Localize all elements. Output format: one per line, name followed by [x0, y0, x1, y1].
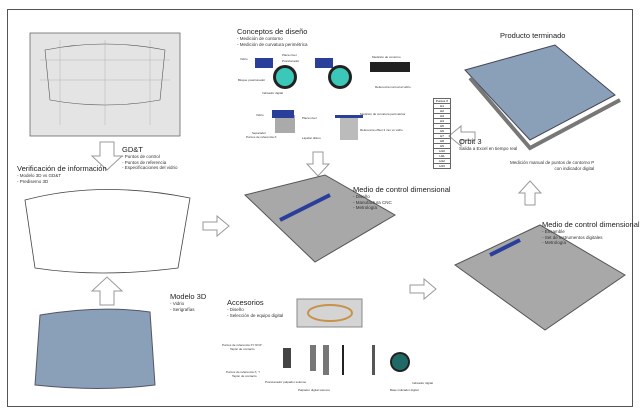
arrow-right-icon [202, 214, 230, 238]
callout-label: Puntos de referencia X, Y [226, 370, 261, 374]
conceptos-item: - Medición de contorno [237, 36, 283, 41]
arrow-up-icon [90, 276, 124, 306]
callout-label: Separador [252, 131, 267, 135]
callout-label: Tapón de contacto [232, 374, 257, 378]
callout-label: Base indicador digital [390, 388, 419, 392]
medio2-item: - Set de instrumentos digitales [542, 234, 603, 240]
callout-label: Palpador digital solenoo [298, 388, 331, 392]
accesorios-item: - Diseño [227, 307, 244, 312]
medio2-item: - Metrología [542, 240, 567, 245]
modelo3d-item: - Vidrio [170, 301, 185, 306]
indicator-dial [276, 68, 294, 86]
modelo3d-title: Modelo 3D [170, 292, 207, 301]
callout-label: Placa nivel [302, 116, 317, 120]
producto-title: Producto terminado [500, 31, 566, 40]
gdt-title: GD&T [122, 145, 143, 154]
callout-label: Referencia offset 3 mm vs vidrio [360, 128, 403, 132]
gdt-list: - Puntos de control - Puntos de referenc… [122, 154, 178, 171]
medio1-item: - Manufactura CNC [353, 199, 392, 205]
verificacion-title: Verificación de información [17, 164, 107, 173]
drawing-frame [7, 9, 633, 407]
callout-label: Placa nivel [282, 53, 297, 57]
medio2-title: Medio de control dimensional [542, 220, 640, 229]
accesorios-item: - Selección de equipo digital [227, 312, 284, 318]
medicion-manual-note: Medición manual de puntos de contorno P … [510, 160, 594, 171]
medio2-item: - Ensamble [542, 229, 565, 234]
conceptos-item: - Medición de curvatura perimétrica [237, 41, 308, 47]
callout-label: Indicador digital [262, 91, 284, 95]
conceptos-title: Conceptos de diseño [237, 27, 308, 36]
callout-label: Medición de curvatura perimétrica [360, 112, 406, 116]
callout-label: Vidrio [240, 57, 248, 61]
verificacion-item: - Predisemo 3D [17, 178, 49, 184]
modelo3d-item: - Serigrafías [170, 306, 195, 312]
arrow-right-icon [409, 277, 437, 301]
medio1-item: - Metrología [353, 205, 378, 210]
verificacion-item: - Modelo 3D vs GD&T [17, 173, 62, 178]
note-line: Medición manual de puntos de contorno P [510, 160, 595, 165]
callout-label: Posicionador palpador solenoo [265, 380, 307, 384]
callout-label: Bloque posicionador [238, 78, 266, 82]
glass-block [255, 58, 273, 68]
accesorios-list: - Diseño - Selección de equipo digital [227, 307, 283, 318]
medio2-list: - Ensamble - Set de instrumentos digital… [542, 229, 603, 246]
table-header: Puntos X [433, 98, 451, 104]
callout-label: Puntos de referencia XY RCP [222, 343, 262, 347]
medio1-title: Medio de control dimensional [353, 185, 451, 194]
arrow-down-icon [305, 151, 331, 177]
orbit-subtitle: Salida a Excel en tiempo real [459, 146, 518, 151]
callout-label: Referencia normal al vidrio [375, 85, 411, 89]
accesorios-title: Accesorios [227, 298, 264, 307]
table-cell: H13 [433, 163, 451, 169]
callout-label: Indicador digital [412, 381, 434, 385]
callout-label: Vidrio [256, 113, 264, 117]
windshield-outline [24, 189, 191, 274]
callout-label: Medición de contorno [372, 55, 401, 59]
gdt-item: - Puntos de control [122, 154, 160, 159]
finished-product [464, 44, 616, 141]
arrow-down-icon [90, 141, 124, 171]
callout-label: Lapidar último [302, 136, 321, 140]
fixture-1 [243, 174, 396, 263]
callout-label: Puntos de referencia X [246, 135, 277, 139]
gdt-item: - Especificaciones del vidrio [122, 165, 178, 170]
medio1-list: - Diseño - Manufactura CNC - Metrología [353, 194, 392, 211]
indicator-digital [392, 354, 408, 370]
verificacion-list: - Modelo 3D vs GD&T - Predisemo 3D [17, 173, 61, 184]
windshield-model [34, 308, 156, 389]
modelo3d-list: - Vidrio - Serigrafías [170, 301, 195, 312]
callout-label: Posicionador [282, 59, 300, 63]
medio1-item: - Diseño [353, 194, 370, 199]
orbit-title: Orbit 3 [459, 137, 482, 146]
note-line: con indicador digital [554, 165, 595, 171]
arrow-up-icon [517, 180, 543, 206]
points-table: Puntos X H1 H2 H3 H4 H5 H6 H7 H8 H9 H10 … [433, 98, 451, 169]
arrow-left-icon [448, 124, 476, 148]
callout-label: Tapón de contacto [230, 347, 255, 351]
gdt-item: - Puntos de referencia [122, 159, 167, 165]
conceptos-list: - Medición de contorno - Medición de cur… [237, 36, 308, 47]
